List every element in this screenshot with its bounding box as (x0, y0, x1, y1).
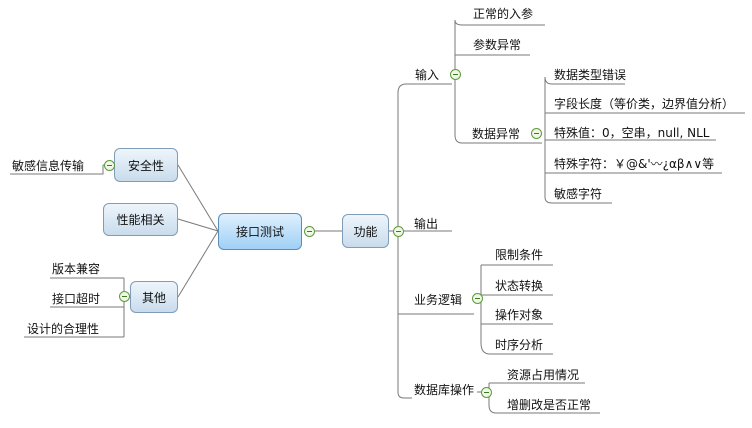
data-error-child-label[interactable]: 特殊值：0，空串，null, NLL (554, 126, 710, 140)
collapse-toggle-icon[interactable] (104, 160, 115, 171)
input-child-label[interactable]: 参数异常 (473, 38, 522, 52)
output-label[interactable]: 输出 (414, 217, 439, 231)
function-node[interactable]: 功能 (342, 214, 389, 248)
input-child-label[interactable]: 正常的入参 (473, 7, 534, 21)
other-node[interactable]: 其他 (130, 281, 178, 313)
database-child-label[interactable]: 增删改是否正常 (507, 398, 592, 412)
performance-node[interactable]: 性能相关 (103, 203, 178, 236)
business-child-label[interactable]: 状态转换 (495, 279, 544, 293)
database-child-label[interactable]: 资源占用情况 (507, 368, 580, 382)
central-topic-node[interactable]: 接口测试 (218, 213, 302, 250)
other-child-label[interactable]: 接口超时 (52, 292, 101, 306)
business-logic-label[interactable]: 业务逻辑 (414, 293, 463, 307)
input-label[interactable]: 输入 (415, 68, 440, 82)
collapse-toggle-icon[interactable] (481, 387, 492, 398)
data-error-child-label[interactable]: 字段长度（等价类，边界值分析） (554, 97, 735, 111)
collapse-toggle-icon[interactable] (450, 69, 461, 80)
collapse-toggle-icon[interactable] (531, 128, 542, 139)
data-error-child-label[interactable]: 特殊字符：￥@&'〰¿αβ∧∨等 (554, 157, 715, 171)
data-error-child-label[interactable]: 数据类型错误 (554, 68, 627, 82)
data-error-child-label[interactable]: 敏感字符 (554, 187, 603, 201)
other-child-label[interactable]: 设计的合理性 (27, 322, 100, 336)
other-child-label[interactable]: 版本兼容 (52, 262, 101, 276)
business-child-label[interactable]: 限制条件 (495, 248, 544, 262)
collapse-toggle-icon[interactable] (304, 226, 315, 237)
business-child-label[interactable]: 时序分析 (495, 338, 544, 352)
input-child-label[interactable]: 数据异常 (472, 127, 521, 141)
collapse-toggle-icon[interactable] (472, 293, 483, 304)
collapse-toggle-icon[interactable] (393, 226, 404, 237)
business-child-label[interactable]: 操作对象 (495, 308, 544, 322)
safety-node[interactable]: 安全性 (114, 148, 178, 182)
database-ops-label[interactable]: 数据库操作 (414, 383, 475, 397)
security-child-label[interactable]: 敏感信息传输 (12, 159, 85, 173)
collapse-toggle-icon[interactable] (119, 291, 130, 302)
